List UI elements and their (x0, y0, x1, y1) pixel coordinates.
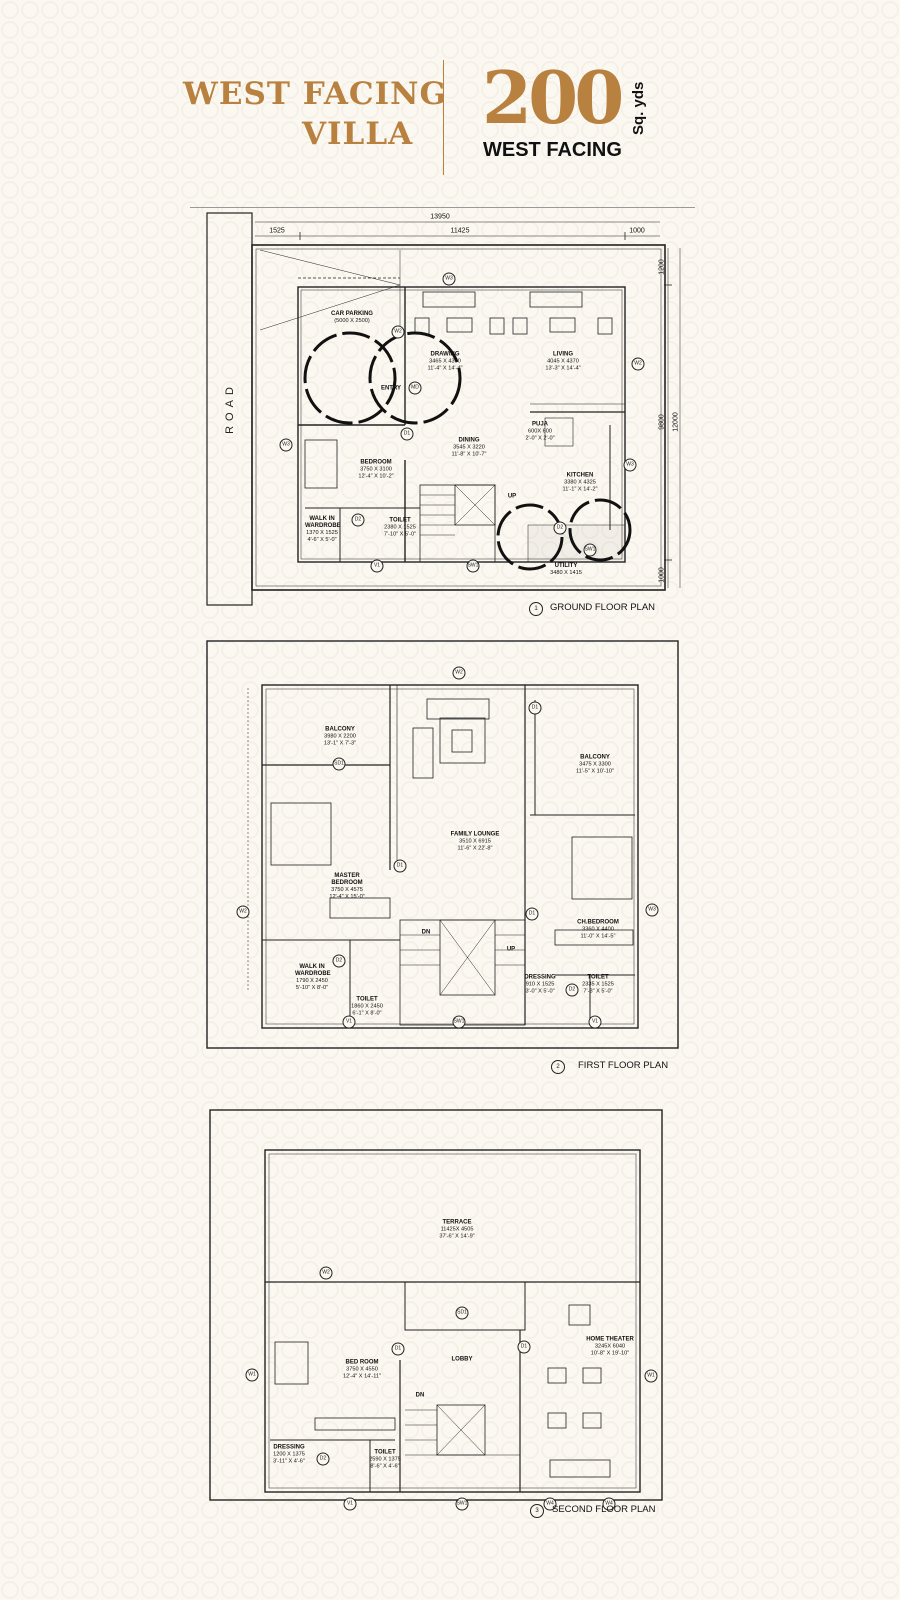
tag-window: SW1 (466, 559, 480, 573)
tag-door: D1 (528, 701, 542, 715)
tag-door: D1 (517, 1340, 531, 1354)
room-car-parking: CAR PARKING(5000 X 2500) (331, 311, 373, 324)
dim-middle: 11425 (450, 227, 470, 235)
road-label: ROAD (224, 382, 236, 434)
plan-number-1: 1 (529, 602, 543, 616)
tag-door: D1 (391, 1342, 405, 1356)
tag-window: W2 (319, 1266, 333, 1280)
ground-floor-plan (206, 212, 681, 606)
second-floor-title: SECOND FLOOR PLAN (552, 1504, 656, 1515)
tag-door: D2 (565, 983, 579, 997)
tag-window: W1 (245, 1368, 259, 1382)
dim-total: 13950 (430, 213, 450, 221)
tag-window: W3 (623, 458, 637, 472)
tag-window: SW1 (452, 1015, 466, 1029)
second-floor-plan (209, 1109, 663, 1501)
plot-boundary (251, 244, 666, 591)
tag-window: SW1 (455, 1497, 469, 1511)
facing-label: WEST FACING (483, 139, 622, 161)
tag-window: W3 (442, 272, 456, 286)
dim-mid-v: 9800 (658, 414, 666, 430)
plan-number-2: 2 (551, 1060, 565, 1074)
stair-down-label: DN (415, 1392, 425, 1399)
tag-window: W3 (645, 903, 659, 917)
dim-total-v: 12000 (672, 412, 680, 432)
header-rule (190, 207, 695, 208)
tag-ventilator: V1 (370, 559, 384, 573)
tag-window: W4 (543, 1497, 557, 1511)
tag-sliding-door: SD1 (455, 1306, 469, 1320)
area-value: 200 (482, 55, 624, 140)
tag-window: W1 (644, 1369, 658, 1383)
stair-up-label: UP (506, 946, 516, 953)
tag-window: W2 (631, 357, 645, 371)
plan-number-3: 3 (530, 1504, 544, 1518)
tag-sliding-door: SD1 (332, 757, 346, 771)
tag-main-door: MD (408, 381, 422, 395)
room-lobby: LOBBY (451, 1356, 473, 1363)
title-line-2: VILLA (302, 116, 414, 152)
tag-door: D1 (393, 859, 407, 873)
dim-right: 1000 (629, 227, 645, 235)
tag-door: D2 (316, 1452, 330, 1466)
tag-door: D2 (553, 521, 567, 535)
dim-top-v: 1200 (658, 259, 666, 275)
header-divider (443, 60, 444, 175)
tag-window: W2 (452, 666, 466, 680)
tag-door: D1 (525, 907, 539, 921)
stair-up-label: UP (507, 493, 517, 500)
tag-window: W2 (236, 905, 250, 919)
tag-door: D2 (351, 513, 365, 527)
tag-window: W3 (279, 438, 293, 452)
dim-left: 1525 (269, 227, 285, 235)
tag-window: SW1 (583, 543, 597, 557)
tag-ventilator: V1 (342, 1015, 356, 1029)
first-floor-title: FIRST FLOOR PLAN (578, 1060, 669, 1071)
tag-ventilator: V1 (588, 1015, 602, 1029)
stair-down-label: DN (421, 929, 431, 936)
tag-window: W2 (391, 325, 405, 339)
tag-window: W4 (602, 1497, 616, 1511)
tag-door: D1 (400, 427, 414, 441)
tag-door: D2 (332, 954, 346, 968)
revision-cloud (303, 331, 632, 571)
title-line-1: WEST FACING (183, 76, 447, 112)
first-floor-plan (206, 640, 679, 1049)
room-entry: ENTRY (380, 385, 402, 392)
dim-bottom-v: 1000 (658, 567, 666, 583)
ground-floor-title: GROUND FLOOR PLAN (550, 602, 656, 613)
tag-ventilator: V1 (343, 1497, 357, 1511)
